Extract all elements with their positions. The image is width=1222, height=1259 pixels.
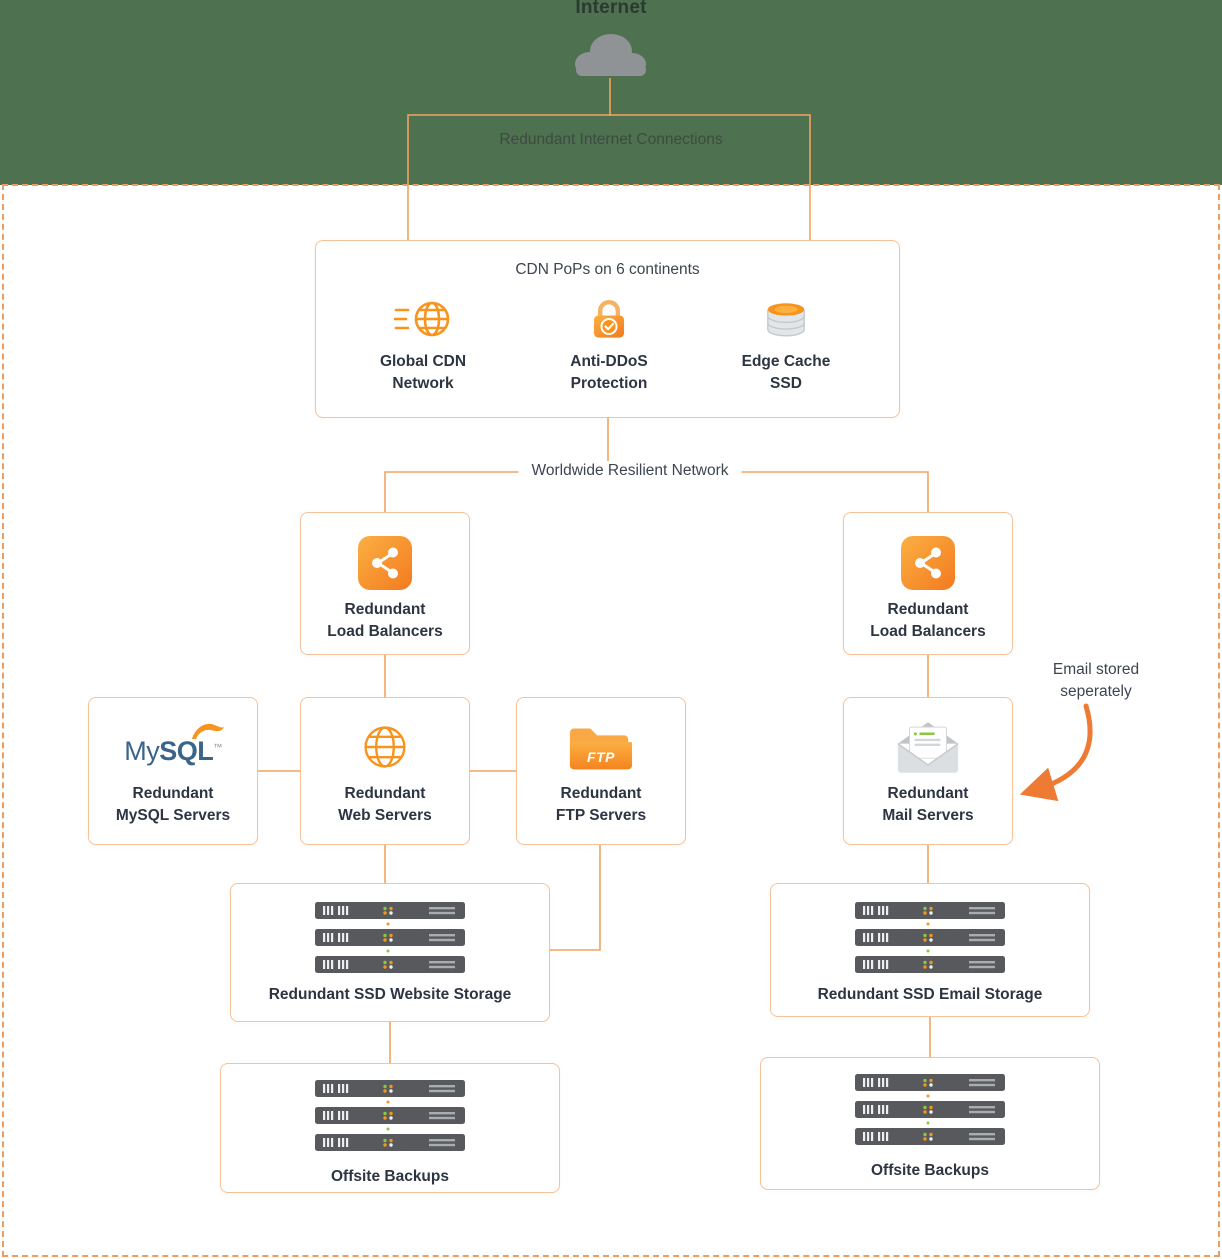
email-stored-annotation: Email stored seperately: [1033, 659, 1159, 703]
server-rack-icon: [855, 902, 1005, 974]
node-label: FTP Servers: [555, 807, 647, 824]
node-label: Redundant: [344, 601, 426, 618]
mysql-logo-text: My: [124, 735, 160, 766]
database-stack-icon: [763, 293, 809, 345]
backups-right-box: Offsite Backups: [760, 1057, 1100, 1190]
annotation-line: Email stored: [1052, 661, 1140, 678]
node-label: Load Balancers: [870, 623, 986, 640]
node-label: Load Balancers: [327, 623, 443, 640]
node-label: Redundant: [887, 601, 969, 618]
cdn-box-title: CDN PoPs on 6 continents: [515, 261, 700, 278]
ftp-folder-icon: FTP: [568, 720, 634, 774]
node-load-balancers-left: Redundant Load Balancers: [300, 512, 470, 655]
cloud-icon: [565, 24, 657, 78]
node-load-balancers-right: Redundant Load Balancers: [843, 512, 1013, 655]
node-label: Redundant: [344, 785, 426, 802]
cdn-item-edge-cache: Edge Cache SSD: [706, 293, 866, 395]
redundant-connections-label: Redundant Internet Connections: [499, 131, 723, 148]
mysql-logo-tm: ™: [213, 741, 222, 752]
internet-banner: Internet: [0, 0, 1222, 185]
mysql-logo-text: SQL: [159, 735, 214, 766]
node-label: MySQL Servers: [115, 807, 231, 824]
cdn-item-global-cdn: Global CDN Network: [343, 293, 503, 395]
envelope-icon: [893, 715, 963, 779]
backups-left-box: Offsite Backups: [220, 1063, 560, 1193]
server-rack-icon: [315, 902, 465, 974]
storage-email-label: Redundant SSD Email Storage: [817, 986, 1043, 1003]
server-rack-icon: [315, 1080, 465, 1152]
internet-title: Internet: [575, 0, 647, 18]
cdn-item-label: Network: [392, 375, 454, 392]
node-label: Web Servers: [338, 807, 432, 824]
annotation-line: seperately: [1060, 683, 1132, 700]
mysql-logo: MySQL™: [124, 736, 222, 767]
load-balancer-icon: [358, 536, 412, 590]
load-balancer-icon: [901, 536, 955, 590]
cdn-item-label: Global CDN: [379, 353, 467, 370]
cdn-item-label: Edge Cache: [741, 353, 831, 370]
worldwide-network-label: Worldwide Resilient Network: [518, 461, 742, 481]
mysql-dolphin-icon: [190, 721, 226, 741]
cdn-pops-box: CDN PoPs on 6 continents Global CDN Netw…: [315, 240, 900, 418]
backups-right-label: Offsite Backups: [870, 1162, 989, 1179]
node-label: Mail Servers: [882, 807, 974, 824]
node-label: Redundant: [887, 785, 969, 802]
node-ftp-servers: FTP Redundant FTP Servers: [516, 697, 686, 845]
server-rack-icon: [855, 1074, 1005, 1146]
storage-email-box: Redundant SSD Email Storage: [770, 883, 1090, 1017]
node-web-servers: Redundant Web Servers: [300, 697, 470, 845]
cdn-item-label: Protection: [570, 375, 648, 392]
node-mysql-servers: MySQL™ Redundant MySQL Servers: [88, 697, 258, 845]
node-label: Redundant: [132, 785, 214, 802]
cdn-item-anti-ddos: Anti-DDoS Protection: [529, 293, 689, 395]
node-mail-servers: Redundant Mail Servers: [843, 697, 1013, 845]
storage-website-box: Redundant SSD Website Storage: [230, 883, 550, 1022]
cdn-globe-icon: [394, 293, 452, 345]
lock-check-icon: [586, 293, 632, 345]
storage-website-label: Redundant SSD Website Storage: [268, 986, 512, 1003]
node-label: Redundant: [560, 785, 642, 802]
cdn-item-label: Anti-DDoS: [570, 353, 648, 370]
backups-left-label: Offsite Backups: [330, 1168, 449, 1185]
cdn-item-label: SSD: [770, 375, 802, 392]
globe-icon: [361, 715, 409, 779]
ftp-icon-text: FTP: [587, 749, 615, 765]
